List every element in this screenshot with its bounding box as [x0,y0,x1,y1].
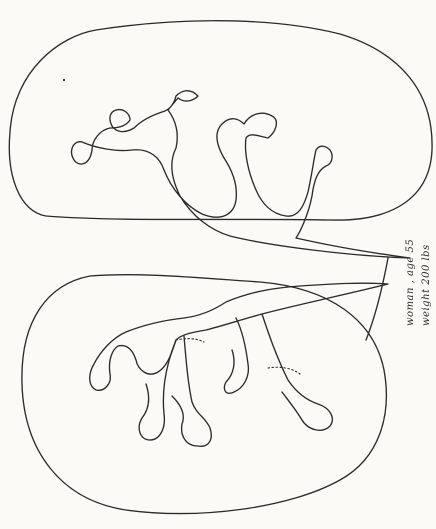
caption-block: woman , age 55 weight 200 lbs [399,236,436,526]
lower-renal-pelvis [90,283,388,390]
lower-ureter-line [366,258,388,340]
caption-line-1: woman , age 55 [405,239,416,326]
upper-renal-pelvis [72,91,410,258]
caption-line-2: weight 200 lbs [421,244,432,326]
upper-kidney-outline [9,21,432,220]
upper-kidney-speck [63,79,65,81]
lower-dotted-line-1 [176,339,204,342]
lower-kidney-outline [22,275,386,514]
lower-calyx-branches [139,314,332,446]
